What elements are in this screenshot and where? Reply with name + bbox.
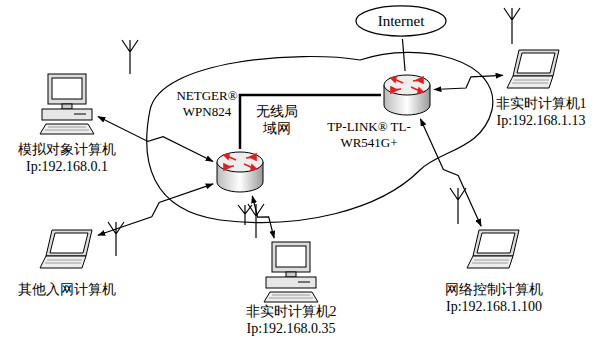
- wireless-link: [420, 119, 481, 227]
- router-node: TP-LINK® TL-WR541G+: [382, 73, 432, 117]
- ip-address: Ip:192.168.1.100: [429, 299, 559, 316]
- node-name: 网络控制计算机: [429, 282, 559, 299]
- computer-node: 其他入网计算机: [38, 228, 96, 270]
- node-caption: NETGER® WPN824: [161, 88, 253, 119]
- laptop-icon: [38, 228, 96, 274]
- node-caption: 网络控制计算机Ip:192.168.1.100: [429, 282, 559, 316]
- node-caption: 非实时计算机2Ip:192.168.0.35: [226, 304, 356, 338]
- router-icon: [215, 150, 265, 198]
- desktop-icon: [262, 240, 320, 309]
- wireless-lan-region: 无线局 域网NETGER® WPN824TP-LINK® TL-WR541G+: [140, 40, 505, 235]
- node-name: 其他入网计算机: [2, 282, 132, 299]
- router-node: NETGER® WPN824: [215, 150, 265, 194]
- node-caption: TP-LINK® TL-WR541G+: [320, 119, 418, 150]
- cloud-outline: [140, 40, 505, 235]
- ip-address: Ip:192.168.0.1: [2, 159, 132, 176]
- node-caption: 无线局 域网: [253, 104, 301, 138]
- ip-address: Ip:192.168.1.13: [487, 113, 595, 130]
- node-label: Internet: [378, 13, 425, 30]
- computer-node: 网络控制计算机Ip:192.168.1.100: [465, 228, 523, 270]
- computer-node: 非实时计算机1Ip:192.168.1.13: [505, 48, 563, 90]
- ip-address: Ip:192.168.0.35: [226, 321, 356, 338]
- node-name: 无线局 域网: [253, 104, 301, 138]
- node-name: NETGER® WPN824: [161, 88, 253, 119]
- wireless-link: [252, 196, 274, 238]
- node-caption: 非实时计算机1Ip:192.168.1.13: [487, 96, 595, 130]
- computer-node: 模拟对象计算机Ip:192.168.0.1: [38, 72, 96, 137]
- internet-cloud: Internet: [355, 5, 447, 37]
- wired-link: [402, 39, 405, 71]
- node-name: 非实时计算机2: [226, 304, 356, 321]
- node-caption: 模拟对象计算机Ip:192.168.0.1: [2, 142, 132, 176]
- node-name: 非实时计算机1: [487, 96, 595, 113]
- wireless-link: [434, 75, 503, 89]
- router-icon: [382, 73, 432, 121]
- computer-node: 非实时计算机2Ip:192.168.0.35: [262, 240, 320, 302]
- node-name: TP-LINK® TL-WR541G+: [320, 119, 418, 150]
- node-name: 模拟对象计算机: [2, 142, 132, 159]
- wireless-link: [98, 184, 213, 235]
- desktop-icon: [38, 72, 96, 141]
- laptop-icon: [505, 48, 563, 94]
- laptop-icon: [465, 228, 523, 274]
- node-caption: 其他入网计算机: [2, 282, 132, 299]
